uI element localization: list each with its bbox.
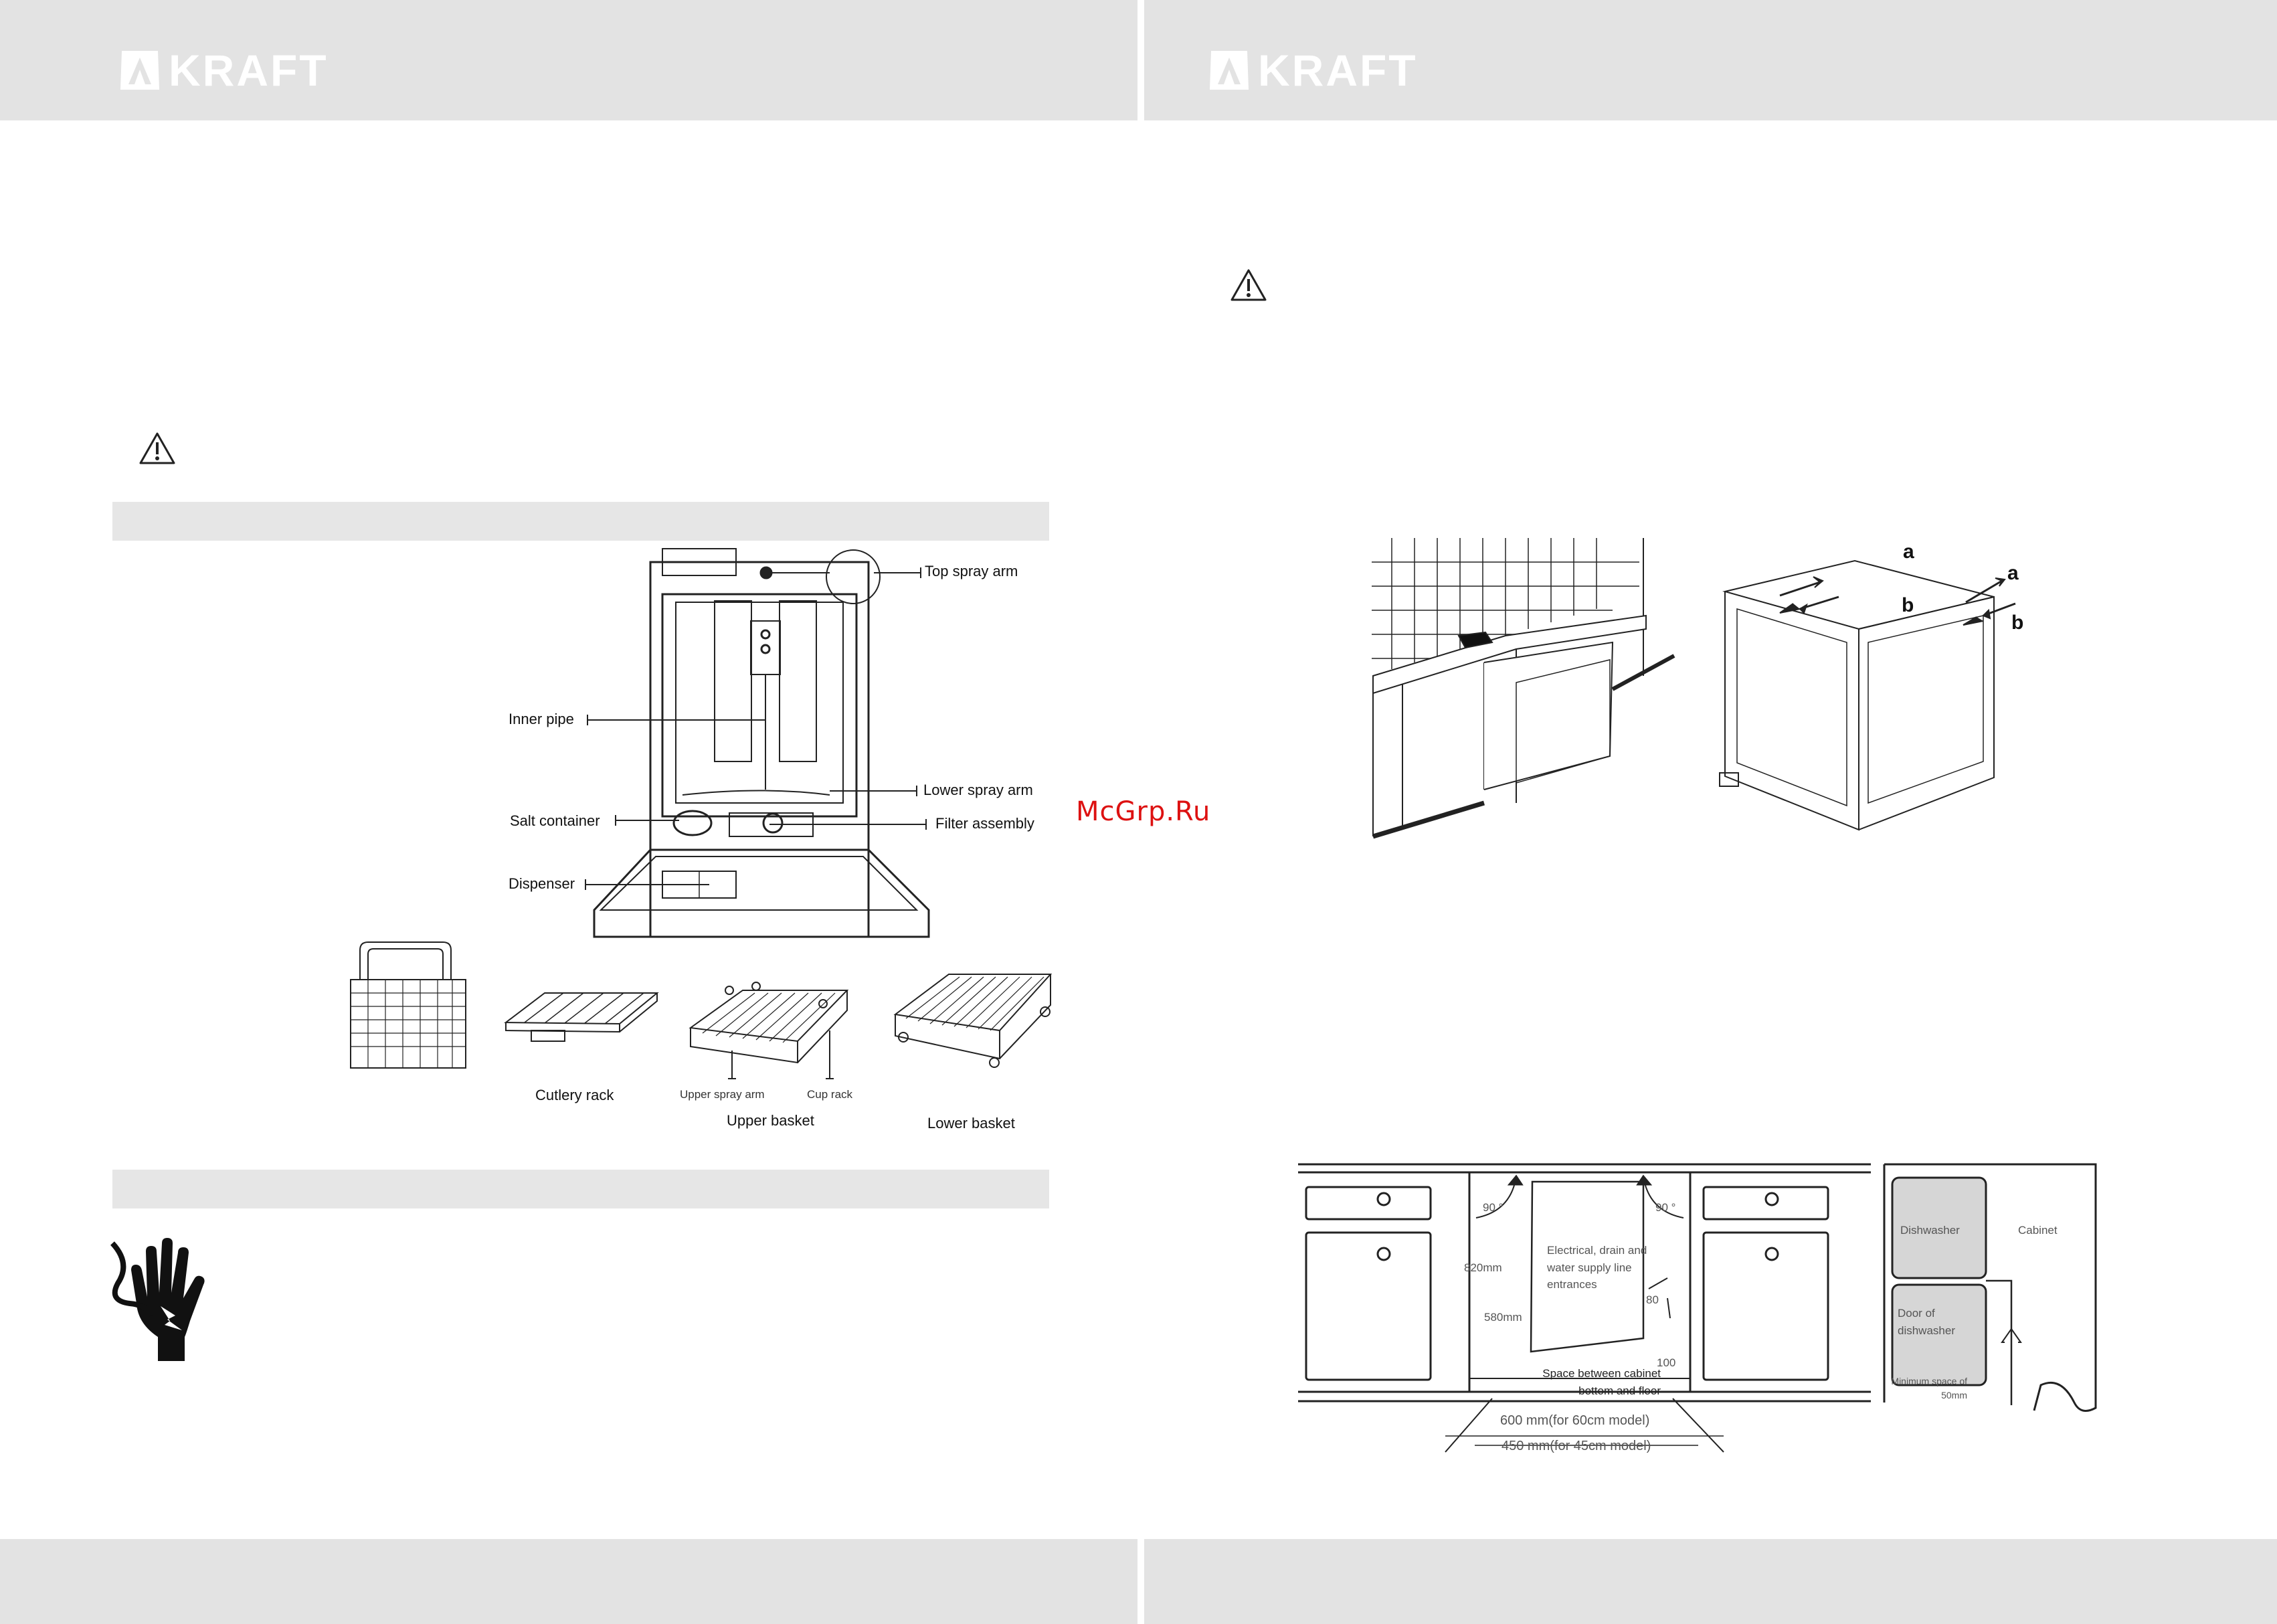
electric-shock-hand-icon	[110, 1238, 205, 1361]
label-filter-assembly: Filter assembly	[935, 815, 1034, 832]
footer-bar-right	[1144, 1539, 2277, 1624]
mounting-screws-illustration	[1719, 559, 2016, 831]
cabinet-dimensions-diagram	[1298, 1163, 1871, 1453]
label-angle-left: 90 °	[1483, 1201, 1504, 1214]
section-band-2	[112, 1170, 1049, 1208]
logo-text: KRAFT	[1258, 46, 1418, 95]
label-top-spray-arm: Top spray arm	[925, 563, 1018, 579]
door-clearance-diagram	[1883, 1163, 2097, 1412]
label-lower-basket: Lower basket	[927, 1115, 1015, 1132]
cutlery-rack-illustration	[504, 992, 659, 1042]
watermark-text: McGrp.Ru	[1076, 796, 1211, 827]
label-angle-right: 90 °	[1655, 1201, 1676, 1214]
upper-basket-illustration	[689, 982, 849, 1079]
kraft-logo-icon	[1210, 51, 1249, 90]
warning-icon	[139, 432, 175, 464]
label-salt-container: Salt container	[510, 812, 600, 829]
label-width-450: 450 mm(for 45cm model)	[1501, 1439, 1651, 1453]
label-door-of-dishwasher: Door of dishwasher	[1898, 1307, 1955, 1337]
label-cabinet: Cabinet	[2018, 1224, 2058, 1237]
label-dispenser: Dispenser	[509, 875, 575, 892]
label-space-note: Space between cabinet bottom and floor	[1542, 1367, 1661, 1397]
label-minimum-space: Minimum space of 50mm	[1891, 1376, 1967, 1401]
label-inner-pipe: Inner pipe	[509, 711, 574, 727]
label-height-820: 820mm	[1464, 1261, 1502, 1274]
dishwasher-parts-diagram	[593, 548, 930, 938]
label-upper-basket: Upper basket	[727, 1112, 814, 1129]
lower-basket-illustration	[893, 974, 1053, 1068]
section-band-1	[112, 502, 1049, 541]
label-dim-100: 100	[1657, 1356, 1676, 1369]
kitchen-installation-illustration	[1372, 538, 1675, 839]
logo-left: KRAFT	[119, 47, 329, 94]
label-a-2: a	[2007, 562, 2019, 584]
label-dishwasher: Dishwasher	[1900, 1224, 1960, 1237]
label-b-1: b	[1902, 594, 1914, 616]
header-bar-left	[0, 0, 1137, 120]
label-cup-rack: Cup rack	[807, 1088, 853, 1101]
warning-icon	[1231, 269, 1267, 301]
footer-bar-left	[0, 1539, 1137, 1624]
label-a-1: a	[1903, 541, 1914, 563]
label-lower-spray-arm: Lower spray arm	[923, 782, 1033, 798]
kraft-logo-icon	[120, 51, 159, 90]
header-bar-right	[1144, 0, 2277, 120]
cutlery-basket-illustration	[350, 941, 466, 1069]
logo-right: KRAFT	[1208, 47, 1418, 94]
label-width-600: 600 mm(for 60cm model)	[1500, 1413, 1650, 1428]
label-b-2: b	[2011, 612, 2024, 634]
label-cutlery-rack: Cutlery rack	[535, 1087, 614, 1103]
label-upper-spray-arm: Upper spray arm	[680, 1088, 765, 1101]
label-entrances: Electrical, drain and water supply line …	[1547, 1244, 1647, 1291]
logo-text: KRAFT	[169, 46, 329, 95]
label-depth-580: 580mm	[1484, 1311, 1522, 1324]
label-dim-80: 80	[1646, 1293, 1659, 1306]
